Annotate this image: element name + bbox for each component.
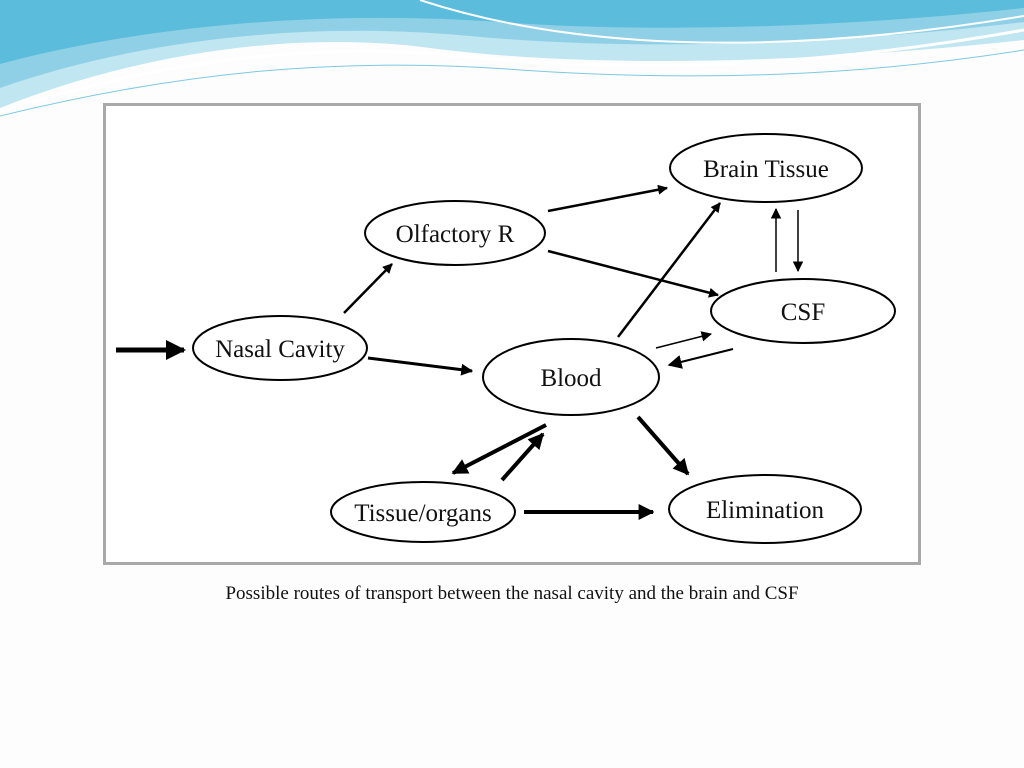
node-olfactory: Olfactory R	[364, 200, 546, 266]
header-wave-decoration	[0, 0, 1024, 117]
node-brain-tissue-label: Brain Tissue	[703, 156, 829, 183]
node-elimination-label: Elimination	[706, 497, 825, 524]
node-csf-label: CSF	[781, 299, 825, 326]
node-nasal-cavity-label: Nasal Cavity	[215, 336, 345, 363]
node-tissue-organs: Tissue/organs	[330, 481, 516, 543]
arrow-blood-to-brain	[617, 202, 721, 338]
node-nasal-cavity: Nasal Cavity	[192, 315, 368, 381]
node-blood: Blood	[482, 338, 660, 416]
arrow-olfactory-to-csf	[547, 249, 719, 298]
transport-routes-diagram: Brain Tissue Olfactory R CSF Nasal Cavit…	[116, 133, 896, 544]
arrow-nasal-to-blood	[367, 356, 474, 376]
arrow-csf-to-blood	[667, 348, 734, 369]
arrow-olfactory-to-brain	[547, 184, 668, 213]
node-csf: CSF	[710, 278, 896, 344]
node-brain-tissue: Brain Tissue	[669, 133, 863, 203]
node-elimination: Elimination	[668, 474, 862, 544]
node-tissue-organs-label: Tissue/organs	[354, 500, 492, 527]
node-blood-label: Blood	[540, 365, 602, 392]
arrow-blood-to-elimination	[636, 415, 690, 476]
arrow-tissue-to-blood	[500, 432, 545, 482]
node-olfactory-label: Olfactory R	[396, 221, 515, 248]
figure-caption: Possible routes of transport between the…	[225, 583, 799, 604]
arrow-blood-to-csf	[655, 331, 713, 349]
figure-frame: Brain Tissue Olfactory R CSF Nasal Cavit…	[103, 103, 921, 565]
arrow-nasal-to-olfactory	[343, 263, 393, 314]
